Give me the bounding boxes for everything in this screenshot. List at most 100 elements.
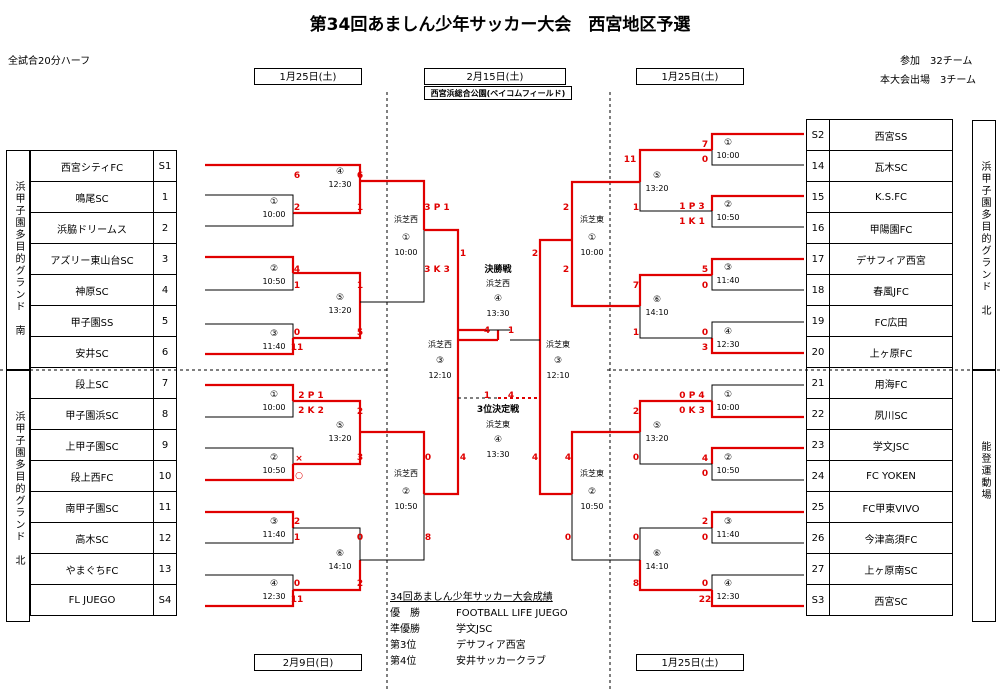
match-time: 10:50 [716,213,739,222]
result-row: 第3位デサフィア西宮 [390,638,568,654]
match-number: ① [402,233,410,243]
score: 0 [702,469,708,479]
right-team-seed: 20 [806,336,830,368]
match-number: ① [588,233,596,243]
result-row: 準優勝学文JSC [390,622,568,638]
match-number: ② [724,453,732,463]
bracket-line [360,494,425,561]
score: 3 P 1 [424,203,449,213]
venue-right-bottom-text: 能登運動場 [979,441,990,501]
score: 0 [702,328,708,338]
bracket-line [293,271,362,302]
score: 11 [291,343,304,353]
score: 2 [294,203,300,213]
score: 4 [484,326,490,336]
score: 1 [460,249,466,259]
match-time: 10:50 [394,502,417,511]
score: 0 [702,281,708,291]
venue-right-top-text: 浜甲子園多目的グランド 北 [979,161,990,317]
right-team-name: 西宮SC [829,584,953,616]
score: 1 P 3 [679,202,704,212]
score: 4 [508,391,514,401]
left-team-seed: 11 [153,491,177,523]
right-team-name: 西宮SS [829,119,953,151]
right-team-name: 春風JFC [829,274,953,306]
venue-label: 浜芝西 [428,339,452,349]
score: 4 [532,453,538,463]
score: 4 [565,453,571,463]
match-time: 10:50 [716,466,739,475]
match-time: 11:40 [716,530,739,539]
right-team-seed: 15 [806,181,830,213]
match-number: ⑤ [336,421,344,431]
score: 1 [633,328,639,338]
date-top-right: 1月25日(土) [636,68,744,85]
result-team: FOOTBALL LIFE JUEGO [456,608,568,619]
match-number: ① [270,390,278,400]
right-team-seed: S3 [806,584,830,616]
score: 3 [357,453,363,463]
bracket-line [638,148,712,182]
left-team-name: 安井SC [30,336,154,368]
score: 8 [425,533,431,543]
match-number: ① [270,197,278,207]
match-number: ③ [270,517,278,527]
match-number: ④ [336,167,344,177]
date-top-center: 2月15日(土) [424,68,566,85]
bracket-line [570,180,640,240]
match-time: 11:40 [716,276,739,285]
bracket-line [710,194,804,211]
right-team-seed: 24 [806,460,830,492]
match-number: ④ [724,327,732,337]
bracket-line [711,528,804,544]
score: 0 [357,533,363,543]
match-time: 10:00 [580,248,603,257]
bracket-line [205,574,294,590]
match-time: 10:50 [262,277,285,286]
bracket-line [205,447,294,464]
right-team-seed: 21 [806,367,830,399]
match-time: 10:00 [394,248,417,257]
match-number: ④ [724,579,732,589]
score: 1 [357,281,363,291]
left-team-seed: 3 [153,243,177,275]
right-team-seed: 19 [806,305,830,337]
date-bottom-left: 2月9日(日) [254,654,362,671]
bracket-line [638,399,712,432]
left-team-name: 甲子園SS [30,305,154,337]
score: 0 [565,533,571,543]
score: 2 P 1 [298,391,323,401]
match-time: 12:30 [328,180,351,189]
score: 2 [357,407,363,417]
left-team-seed: 6 [153,336,177,368]
result-rank: 第3位 [390,640,417,651]
match-time: 13:30 [486,309,509,318]
right-team-name: 夙川SC [829,398,953,430]
bracket-line [293,527,361,560]
score: 0 K 3 [679,406,705,416]
bracket-line [205,323,294,338]
score: 8 [633,579,639,589]
match-number: ④ [270,579,278,589]
match-number: ① [724,390,732,400]
score: 0 [702,155,708,165]
bracket-line [638,273,712,306]
bracket-line [710,132,804,150]
score: 6 [357,171,363,181]
score: 1 [294,281,300,291]
final-label: 決勝戦 [484,263,512,275]
match-time: 13:30 [486,450,509,459]
venue-label: 浜芝東 [580,214,604,224]
bracket-line [711,321,804,338]
venue-right-bottom: 能登運動場 [972,370,996,622]
